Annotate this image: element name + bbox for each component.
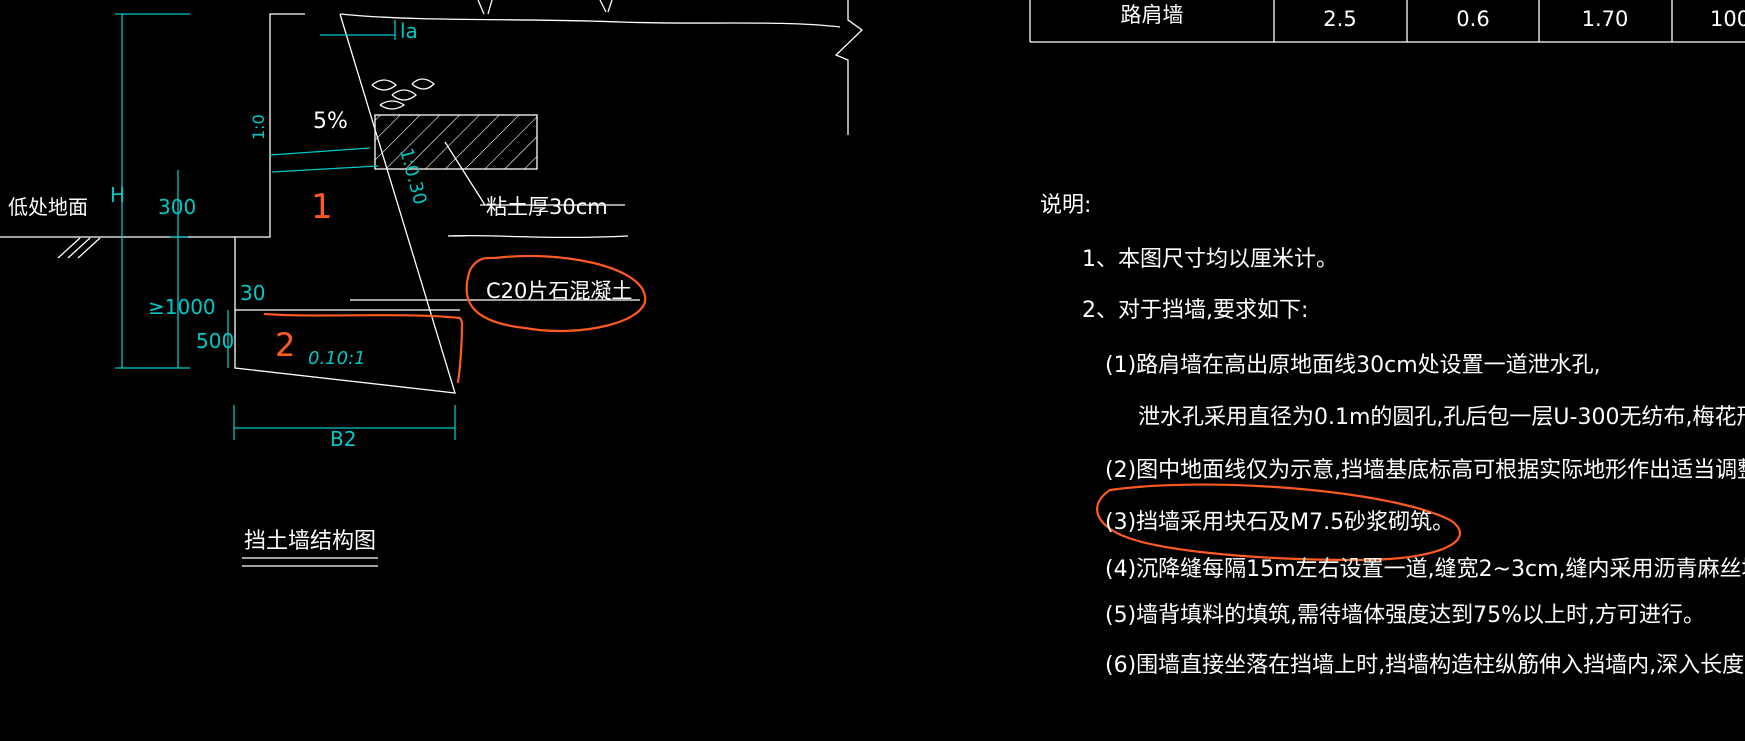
table-cell-3: 1.70 [1582, 7, 1629, 31]
ratio-base-label: 0.10:1 [308, 348, 366, 369]
gravel-symbols [371, 78, 435, 110]
notes: 说明: 1、本图尺寸均以厘米计。 2、对于挡墙,要求如下: (1)路肩墙在高出原… [1040, 193, 1745, 678]
slope-line-a [269, 147, 371, 156]
top-ground-line [339, 13, 841, 28]
note-line-6: (3)挡墙采用块石及M7.5砂浆砌筑。 [1105, 510, 1454, 535]
clay-label: 粘土厚30cm [486, 195, 608, 219]
note-line-1: 1、本图尺寸均以厘米计。 [1082, 247, 1338, 272]
markups: 1 2 [263, 187, 1462, 562]
spec-table: 路肩墙 2.5 0.6 1.70 100 [1029, 0, 1745, 43]
break-line [834, 0, 864, 135]
dimension-lines [115, 13, 456, 440]
note-line-4: 泄水孔采用直径为0.1m的圆孔,孔后包一层U-300无纺布,梅花形布置。 [1138, 405, 1745, 430]
note-line-8: (5)墙背填料的填筑,需待墙体强度达到75%以上时,方可进行。 [1105, 603, 1705, 628]
dim-500-label: 500 [196, 329, 234, 353]
wall-outline [234, 13, 456, 394]
notes-heading: 说明: [1040, 193, 1091, 218]
table-cell-2: 0.6 [1456, 7, 1489, 31]
drawing-title: 挡土墙结构图 [244, 529, 376, 554]
grass-marks [477, 0, 613, 15]
slope-5-label: 5% [313, 109, 348, 134]
table-cell-1: 2.5 [1323, 7, 1356, 31]
low-ground-label: 低处地面 [8, 195, 88, 219]
drawing-labels: 低处地面 H 300 ≥1000 30 500 B2 la 5% 1:0 1:0… [8, 19, 632, 567]
concrete-label: C20片石混凝土 [486, 279, 632, 303]
dim-b2-label: B2 [330, 427, 356, 451]
table-cell-0: 路肩墙 [1121, 3, 1184, 27]
note-line-5: (2)图中地面线仅为示意,挡墙基底标高可根据实际地形作出适当调整。 [1105, 458, 1745, 483]
right-ground-line [447, 234, 629, 239]
table-cell-4: 100 [1710, 7, 1745, 31]
note-line-7: (4)沉降缝每隔15m左右设置一道,缝宽2~3cm,缝内采用沥青麻丝填塞,塞入深… [1105, 557, 1745, 582]
note-line-3: (1)路肩墙在高出原地面线30cm处设置一道泄水孔, [1105, 353, 1601, 378]
ground-hatch [57, 237, 101, 259]
dim-1000-label: ≥1000 [148, 295, 216, 319]
ratio-top-label: 1:0 [249, 114, 268, 140]
clay-layer-hatch [374, 114, 538, 170]
dim-30-label: 30 [240, 281, 265, 305]
dim-h-label: H [110, 183, 125, 207]
note-line-2: 2、对于挡墙,要求如下: [1082, 298, 1308, 323]
dim-300-label: 300 [158, 195, 196, 219]
slope-line-b [271, 165, 379, 173]
markup-circle-concrete [465, 254, 647, 333]
markup-1: 1 [311, 187, 333, 227]
markup-2: 2 [275, 326, 295, 364]
note-line-9: (6)围墙直接坐落在挡墙上时,挡墙构造柱纵筋伸入挡墙内,深入长度la。 [1105, 653, 1745, 678]
markup-base-outline [263, 312, 464, 384]
markup-circle-note3 [1096, 483, 1462, 562]
la-label: la [400, 19, 418, 43]
retaining-wall-section [0, 0, 864, 394]
